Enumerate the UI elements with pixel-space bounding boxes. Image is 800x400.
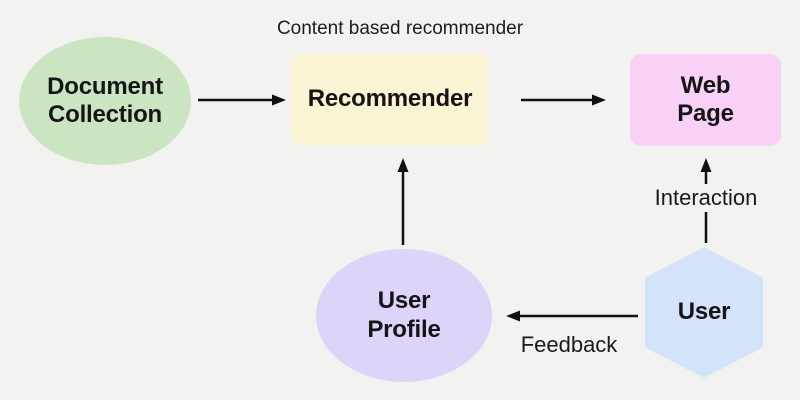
node-user-profile: User Profile	[316, 249, 492, 382]
hexagon-shape	[645, 248, 763, 377]
edge-label-interaction: Interaction	[651, 184, 761, 212]
node-label: User	[677, 298, 731, 326]
node-document-collection: Document Collection	[19, 37, 191, 165]
node-label: Web Page	[677, 71, 734, 127]
node-web-page: Web Page	[630, 54, 781, 146]
node-label: Document Collection	[47, 72, 163, 128]
node-user: User	[645, 248, 763, 377]
edge-label-feedback: Feedback	[520, 332, 618, 357]
node-label: Recommender	[307, 85, 473, 113]
diagram-title: Content based recommender	[276, 18, 524, 39]
node-recommender: Recommender	[291, 53, 489, 146]
node-label: User Profile	[367, 287, 441, 343]
